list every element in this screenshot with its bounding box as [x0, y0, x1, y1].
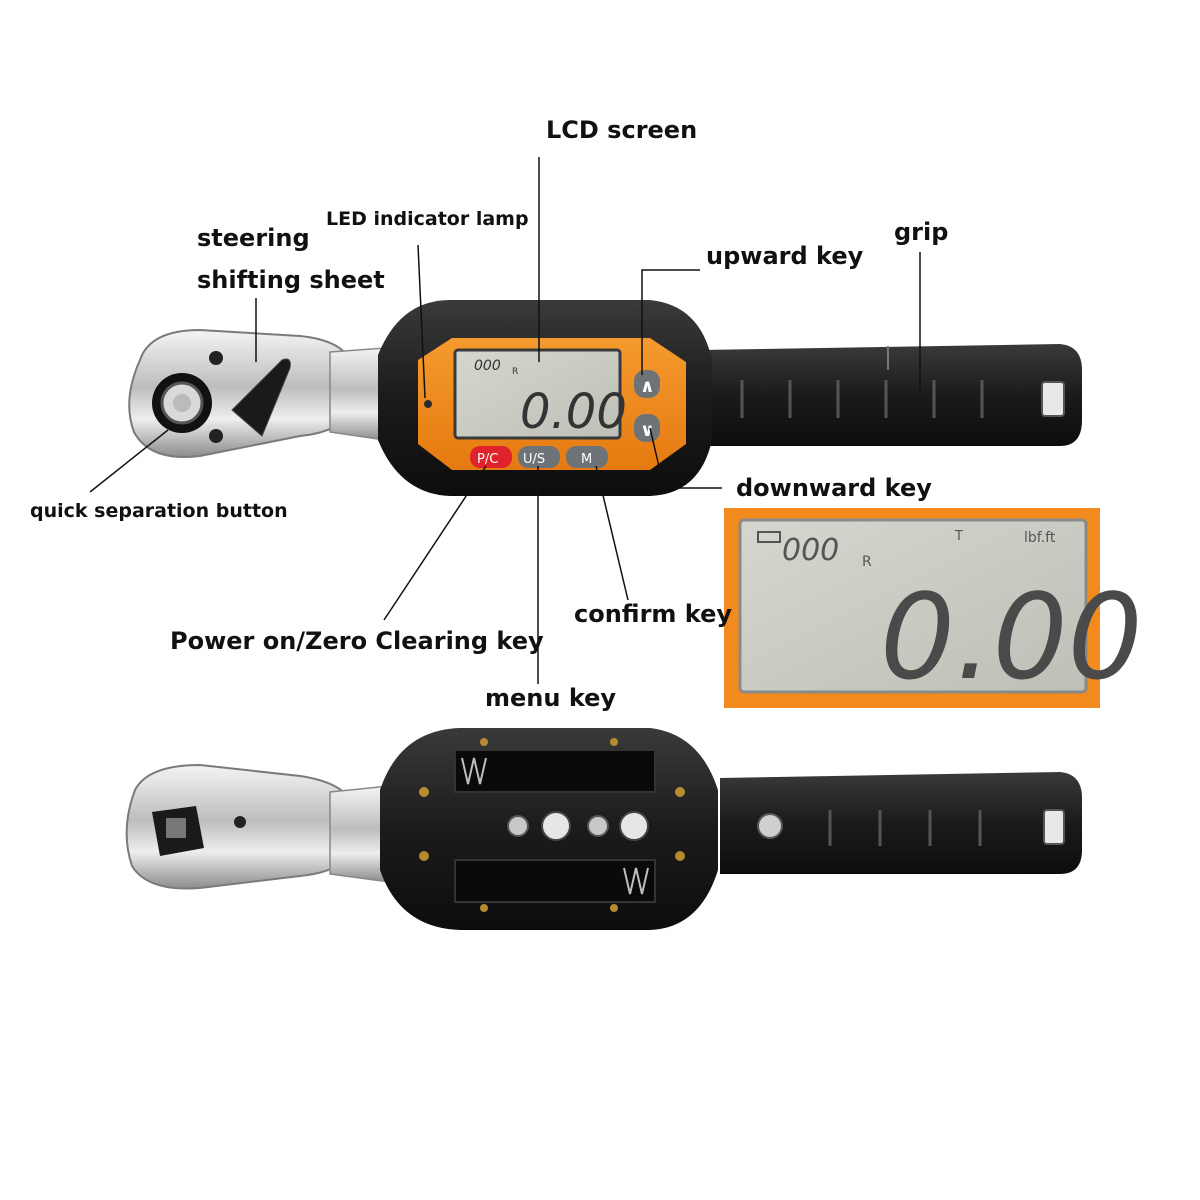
svg-text:U/S: U/S: [523, 452, 545, 467]
svg-text:∨: ∨: [640, 420, 655, 441]
leader-lines: [89, 157, 921, 684]
lcd-r-small: R: [512, 367, 518, 377]
label-quick-separation-button: quick separation button: [30, 500, 288, 522]
steering-lever[interactable]: [231, 358, 291, 437]
upward-key[interactable]: [634, 370, 660, 398]
power-zero-key[interactable]: [470, 446, 512, 468]
menu-key[interactable]: [518, 446, 560, 468]
back-wrench: [125, 728, 1082, 930]
battery-icon: [757, 531, 781, 543]
svg-text:M: M: [581, 452, 592, 467]
label-led-indicator-lamp: LED indicator lamp: [326, 208, 529, 230]
label-downward-key: downward key: [736, 474, 932, 502]
lcd-zoom-reading: 0.00: [880, 568, 1143, 706]
label-steering: steering: [197, 224, 310, 252]
lcd-zoom-t: T: [954, 529, 963, 544]
label-confirm-key: confirm key: [574, 600, 733, 628]
downward-key[interactable]: [634, 414, 660, 442]
battery-slot-bottom: [454, 859, 656, 903]
lcd-screen: [453, 348, 622, 440]
confirm-key[interactable]: [566, 446, 608, 468]
handle-screw: [757, 813, 783, 839]
grip-handle: [700, 344, 1082, 446]
label-upward-key: upward key: [706, 242, 864, 270]
lcd-zoom-panel: 000 R T lbf.ft 0.00: [724, 508, 1143, 708]
label-lcd-screen: LCD screen: [546, 116, 698, 144]
led-indicator-lamp: [424, 400, 432, 408]
back-grip-handle: [720, 772, 1082, 874]
lcd-reading-small: 0.00: [520, 384, 627, 440]
ratchet-neck: [329, 347, 386, 441]
lcd-zoom-counter: 000: [782, 533, 839, 568]
label-shifting-sheet: shifting sheet: [197, 266, 385, 294]
label-grip: grip: [894, 218, 949, 246]
battery-slot-top: [454, 749, 656, 793]
svg-text:P/C: P/C: [477, 452, 498, 467]
label-power-zero-key: Power on/Zero Clearing key: [170, 627, 544, 655]
lcd-counter-small: 000: [474, 358, 501, 374]
lcd-zoom-r: R: [862, 554, 872, 570]
label-menu-key: menu key: [485, 684, 617, 712]
front-wrench: 000 R 0.00 ∧ ∨ P/C U/S M: [128, 300, 1082, 496]
svg-text:∧: ∧: [640, 376, 655, 397]
lcd-zoom-unit: lbf.ft: [1024, 530, 1056, 546]
